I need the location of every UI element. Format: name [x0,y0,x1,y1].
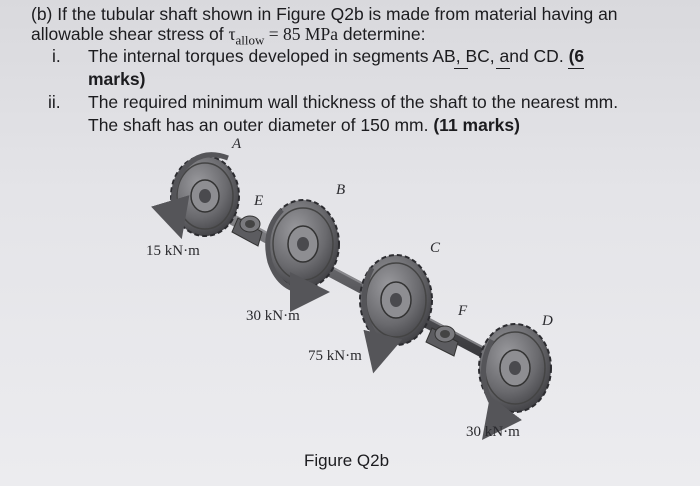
tau-symbol: τ [228,24,236,44]
segment-cd-overbar [568,68,584,69]
gear-d [478,323,552,413]
gear-b [266,199,340,289]
torque-arrow-a [151,152,229,240]
tau-subscript: allow [235,32,265,48]
allowable-stress-value: = 85 MPa [264,24,338,44]
label-e: E [254,193,264,209]
line2-prefix: allowable shear stress of [31,24,229,44]
item-2-number: ii. [48,92,61,112]
line2-suffix: determine: [337,24,426,44]
label-a: A [232,136,242,152]
item-2-marks: (11 marks) [433,115,520,135]
item-2-text-2: The shaft has an outer diameter of 150 m… [88,115,520,135]
label-d: D [542,313,553,329]
bearing-e [231,215,263,247]
gear-a [170,155,240,237]
gear-c [359,254,433,346]
torque-arrow-c [361,266,403,374]
torque-label-c: 75 kN·m [308,348,362,364]
item-2-text: The required minimum wall thickness of t… [88,92,619,112]
torque-label-b: 30 kN·m [246,308,300,324]
label-c: C [430,240,441,256]
item-1-text: The internal torques developed in segmen… [88,46,584,66]
torque-arrow-d [480,338,522,441]
segment-bc-overbar [496,68,510,69]
item-2-body-2: The shaft has an outer diameter of 150 m… [88,115,429,135]
bearing-f [425,325,459,357]
torque-arrow-b [265,208,330,312]
torque-label-d: 30 kN·m [466,424,520,440]
item-1-marks: (6 [568,46,585,66]
question-line-1: (b) If the tubular shaft shown in Figure… [31,4,618,24]
torque-label-a: 15 kN·m [146,243,200,259]
item-1-number: i. [52,46,61,66]
label-b: B [336,182,346,198]
item-1-body: The internal torques developed in segmen… [88,46,564,66]
figure-caption: Figure Q2b [304,451,390,470]
item-1-marks-cont: marks) [88,69,146,89]
label-f: F [458,303,468,319]
question-line-2: allowable shear stress of τallow = 85 MP… [31,24,426,51]
segment-ab-overbar [454,68,468,69]
